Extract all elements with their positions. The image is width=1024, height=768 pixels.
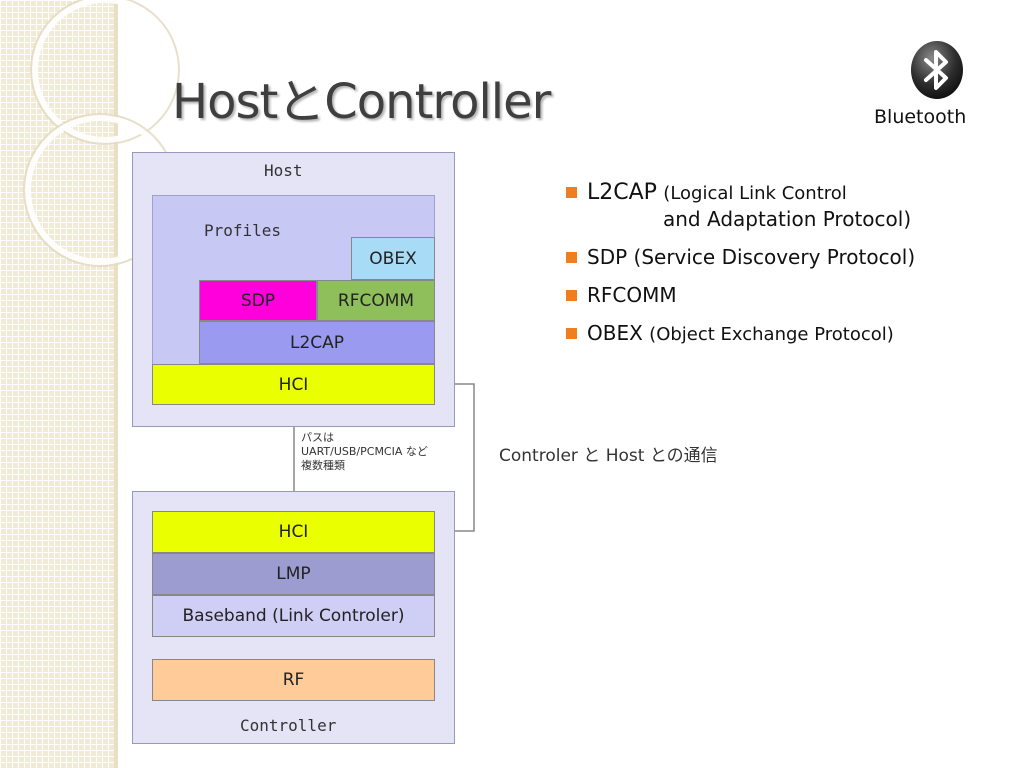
list-item-detail-cont: and Adaptation Protocol) [663,207,912,231]
bullet-square-icon [566,187,577,198]
list-item: L2CAP (Logical Link Control and Adaptati… [563,180,915,231]
bus-note-line-2: UART/USB/PCMCIA など [301,445,428,458]
bullet-square-icon [566,252,577,263]
host-hci-layer: HCI [152,364,435,405]
protocol-list: L2CAP (Logical Link Control and Adaptati… [563,180,915,359]
bullet-square-icon [566,328,577,339]
profiles-label: Profiles [204,221,282,240]
bullet-square-icon [566,290,577,301]
rf-layer: RF [152,659,435,701]
page-title: HostとController [172,74,551,130]
bus-note-line-3: 複数種類 [301,459,345,472]
list-item-main: L2CAP [587,180,657,205]
communication-label: Controler と Host との通信 [499,446,718,466]
list-item-detail: (Logical Link Control [663,183,847,204]
list-item-main: SDP (Service Discovery Protocol) [587,245,916,269]
controller-label: Controller [240,716,337,735]
list-item: OBEX (Object Exchange Protocol) [563,321,915,345]
controller-hci-layer: HCI [152,511,435,553]
list-item-detail: (Object Exchange Protocol) [649,324,894,345]
list-item: RFCOMM [563,283,915,307]
baseband-layer: Baseband (Link Controler) [152,595,435,637]
rfcomm-layer: RFCOMM [317,280,435,321]
sdp-layer: SDP [199,280,317,321]
list-item-main: RFCOMM [587,283,677,307]
bluetooth-label: Bluetooth [874,106,967,128]
communication-bracket [436,383,475,532]
bus-note: パスは UART/USB/PCMCIA など 複数種類 [301,431,428,473]
l2cap-layer: L2CAP [199,321,435,364]
list-item: SDP (Service Discovery Protocol) [563,245,915,269]
lmp-layer: LMP [152,553,435,595]
list-item-main: OBEX [587,321,643,345]
host-label: Host [264,161,303,180]
bus-note-line-1: パスは [301,431,334,444]
bluetooth-icon [911,41,963,99]
obex-layer: OBEX [351,237,435,280]
